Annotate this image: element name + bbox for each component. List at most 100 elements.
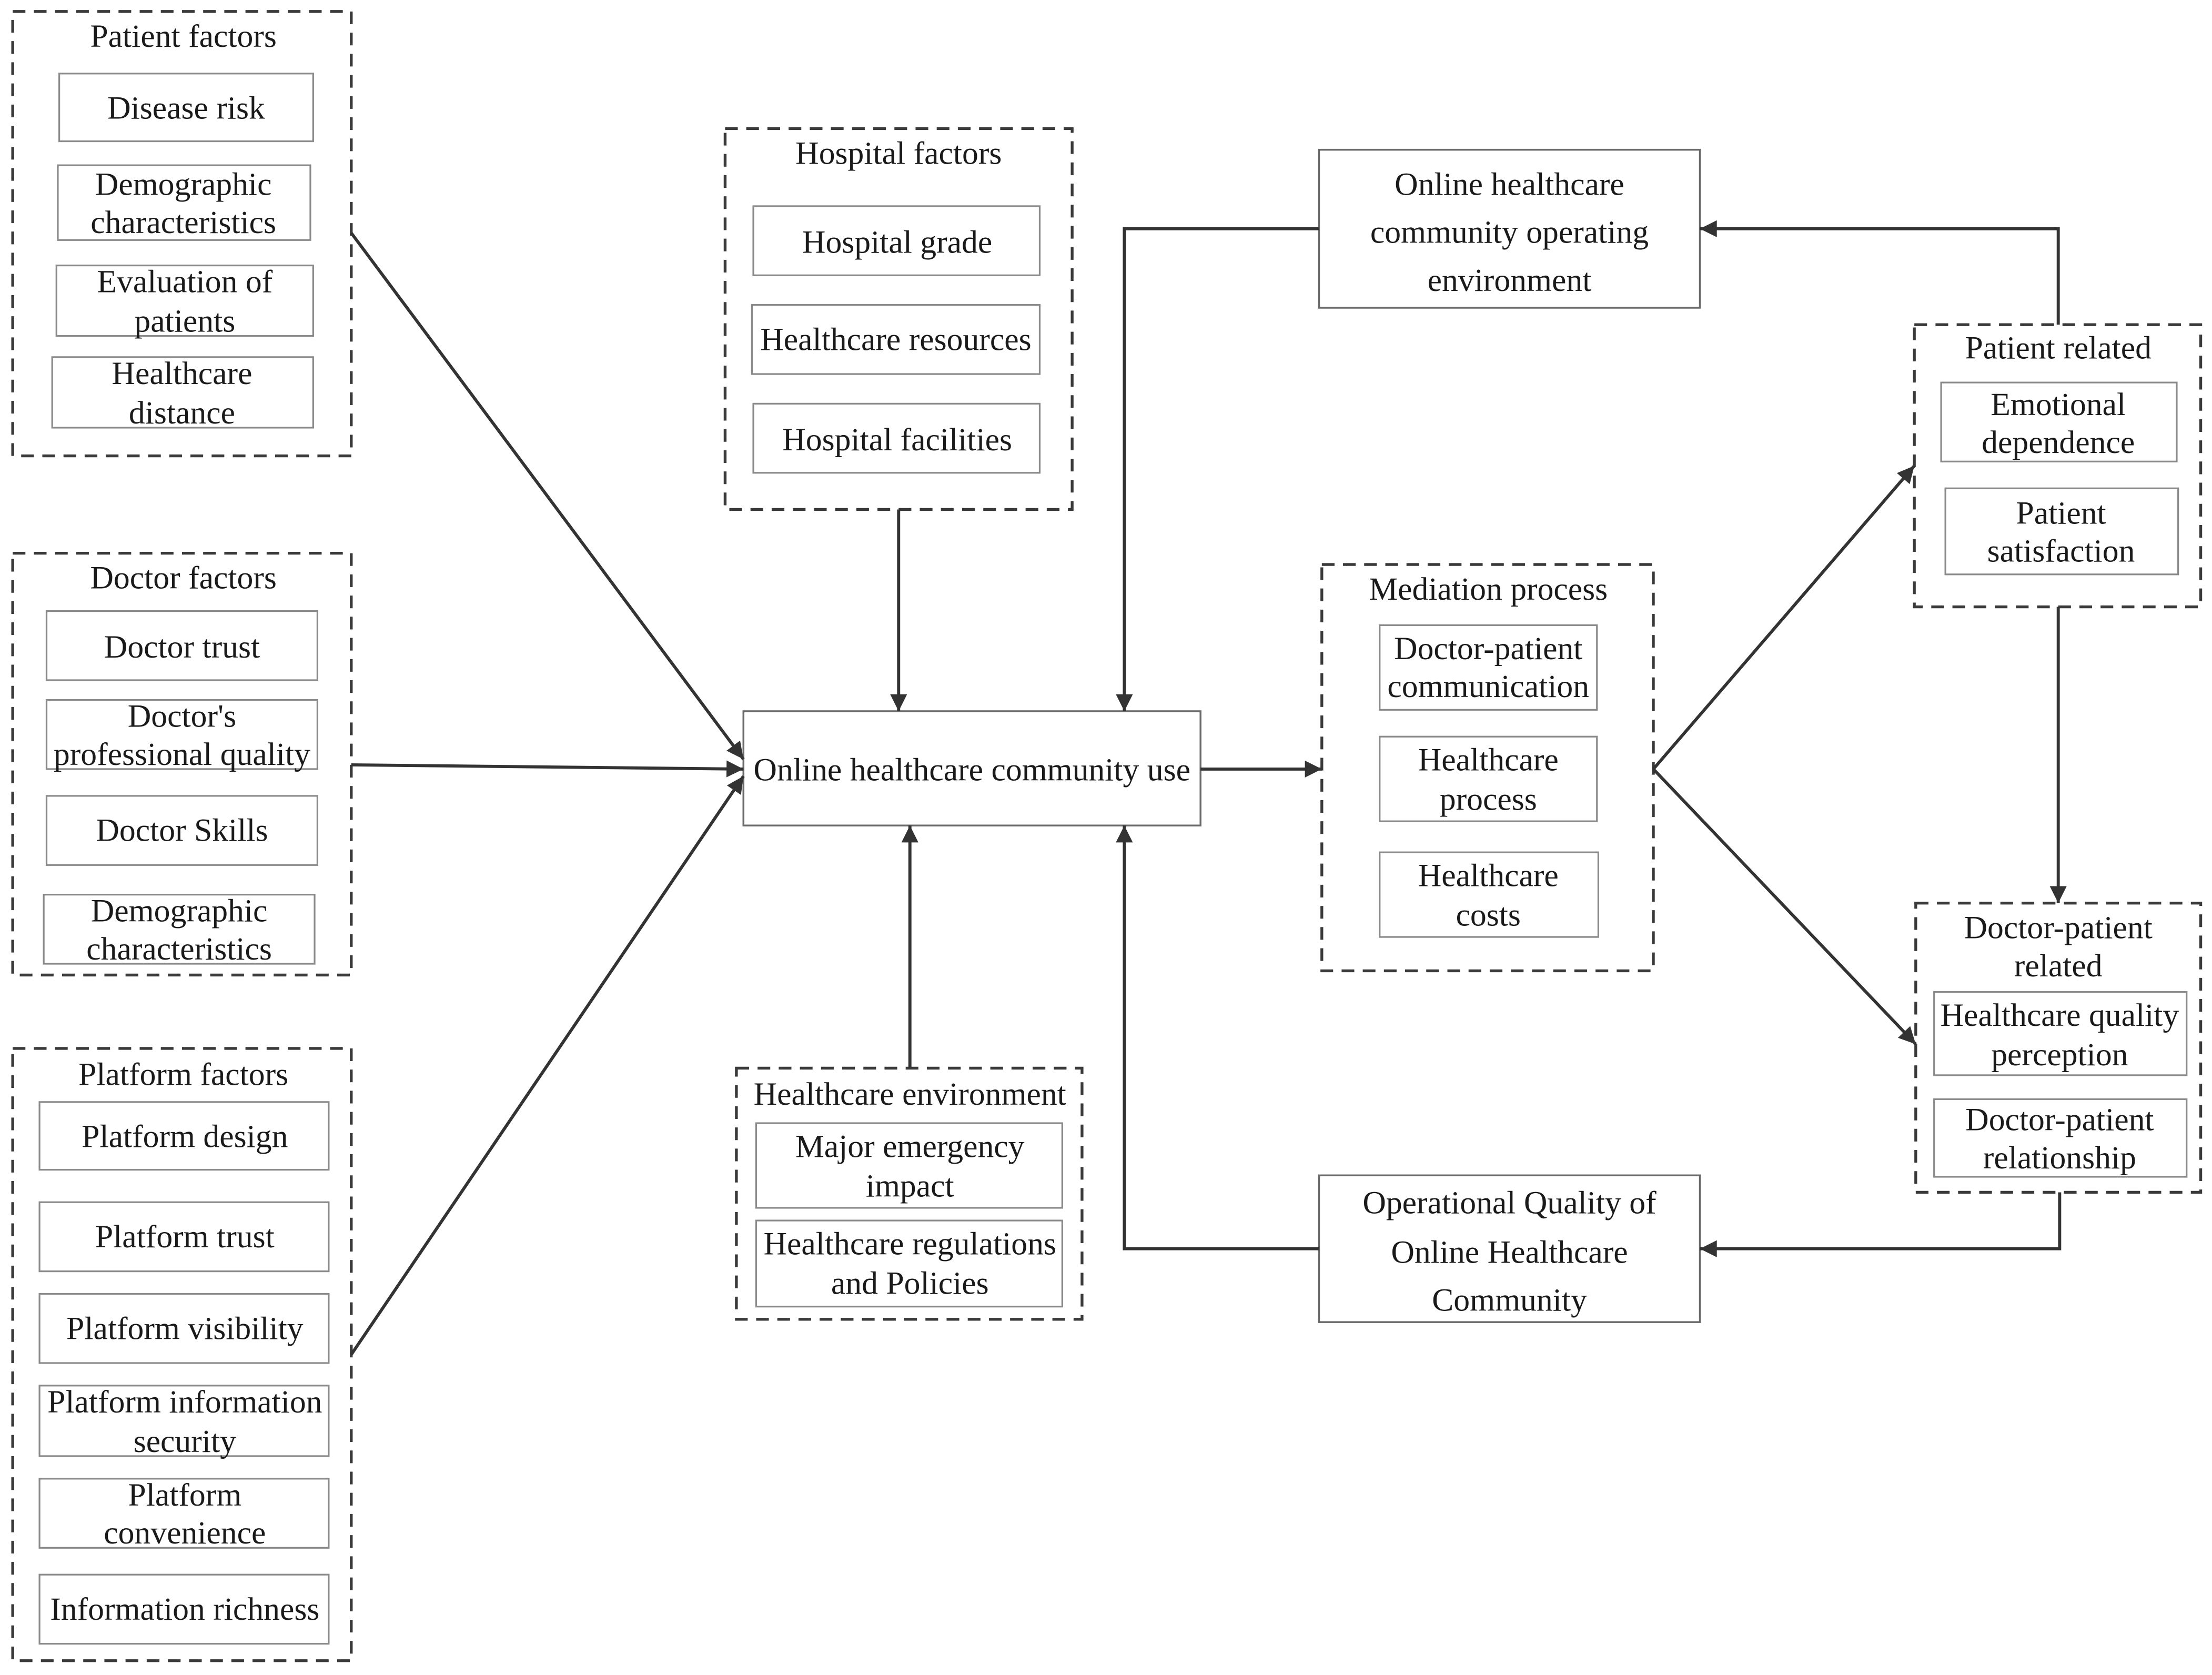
node-box bbox=[1379, 624, 1598, 711]
arrow-operating-environment-to-use bbox=[1116, 227, 1319, 711]
node-label: distance bbox=[129, 395, 235, 431]
healthcare-environment-group: Healthcare environment Major emergency i… bbox=[735, 1066, 1084, 1321]
node-box bbox=[38, 1385, 330, 1457]
node-label: Platform visibility bbox=[66, 1310, 304, 1346]
node-label: Doctor trust bbox=[104, 629, 260, 665]
node-label: Demographic bbox=[91, 893, 268, 929]
node-platform-trust: Platform trust bbox=[38, 1201, 330, 1273]
doctor-patient-related-frame bbox=[1914, 902, 2203, 1194]
node-label: Platform trust bbox=[95, 1219, 275, 1255]
node-doctor-professional-quality: Doctor's professional quality bbox=[45, 698, 319, 772]
node-label: relationship bbox=[1983, 1140, 2136, 1176]
mediation-process-title: Mediation process bbox=[1369, 571, 1608, 607]
node-box bbox=[1933, 1098, 2188, 1178]
arrows bbox=[350, 220, 2067, 1356]
node-label: satisfaction bbox=[1987, 533, 2135, 569]
node-label: Online healthcare community use bbox=[753, 752, 1190, 788]
node-information-richness: Information richness bbox=[38, 1573, 330, 1645]
node-box bbox=[742, 710, 1201, 826]
node-box bbox=[1379, 735, 1598, 822]
node-box bbox=[51, 356, 314, 429]
platform-factors-frame bbox=[11, 1047, 353, 1662]
node-box bbox=[752, 402, 1041, 474]
node-box bbox=[38, 1478, 330, 1549]
node-label: Operational Quality of bbox=[1362, 1185, 1657, 1221]
node-box bbox=[43, 894, 316, 965]
node-label: professional quality bbox=[54, 736, 310, 772]
node-box bbox=[45, 699, 319, 770]
node-platform-design: Platform design bbox=[38, 1101, 330, 1171]
node-label: Major emergency bbox=[795, 1128, 1025, 1164]
node-healthcare-process: Healthcare process bbox=[1379, 735, 1598, 822]
patient-related-group: Patient related Emotional dependence Pat… bbox=[1913, 323, 2203, 609]
node-label: and Policies bbox=[831, 1266, 989, 1301]
platform-factors-group: Platform factors Platform design Platfor… bbox=[11, 1047, 353, 1662]
node-box bbox=[752, 205, 1041, 276]
doctor-factors-group: Doctor factors Doctor trust Doctor's pro… bbox=[11, 551, 353, 977]
node-healthcare-distance: Healthcare distance bbox=[51, 356, 314, 431]
node-doctor-patient-relationship: Doctor-patient relationship bbox=[1933, 1098, 2188, 1178]
node-major-emergency-impact: Major emergency impact bbox=[755, 1122, 1063, 1209]
node-label: security bbox=[134, 1424, 236, 1459]
node-label: Online Healthcare bbox=[1391, 1235, 1628, 1270]
hospital-factors-title: Hospital factors bbox=[795, 135, 1002, 171]
healthcare-environment-title: Healthcare environment bbox=[754, 1076, 1066, 1112]
node-operational-quality: Operational Quality of Online Healthcare… bbox=[1318, 1174, 1701, 1323]
node-hospital-facilities: Hospital facilities bbox=[752, 402, 1041, 474]
node-label: community operating bbox=[1370, 215, 1649, 250]
node-healthcare-regulations: Healthcare regulations and Policies bbox=[755, 1219, 1063, 1308]
node-box bbox=[38, 1293, 330, 1364]
node-platform-convenience: Platform convenience bbox=[38, 1477, 330, 1551]
doctor-patient-related-title: Doctor-patient bbox=[1964, 910, 2152, 946]
node-box bbox=[755, 1219, 1063, 1308]
node-doctor-demographic-characteristics: Demographic characteristics bbox=[43, 893, 316, 967]
mediation-process-group: Mediation process Doctor-patient communi… bbox=[1320, 563, 1655, 973]
node-label: Doctor-patient bbox=[1394, 631, 1582, 667]
node-label: Healthcare bbox=[1418, 858, 1559, 894]
node-label: process bbox=[1440, 782, 1537, 818]
node-label: Evaluation of bbox=[97, 264, 272, 299]
node-label: Emotional bbox=[1991, 387, 2126, 422]
node-label: environment bbox=[1428, 263, 1592, 298]
node-label: Doctor Skills bbox=[96, 813, 268, 849]
node-box bbox=[57, 164, 311, 241]
node-label: Disease risk bbox=[107, 90, 265, 126]
node-label: patients bbox=[134, 304, 235, 339]
node-box bbox=[1940, 381, 2178, 462]
node-label: Online healthcare bbox=[1395, 166, 1624, 202]
node-platform-information-security: Platform information security bbox=[38, 1384, 330, 1459]
node-box bbox=[45, 610, 319, 681]
arrow-mediation-to-patient-related bbox=[1652, 465, 1916, 770]
node-label: characteristics bbox=[86, 931, 272, 967]
node-disease-risk: Disease risk bbox=[58, 73, 314, 143]
node-label: Information richness bbox=[50, 1591, 319, 1627]
doctor-patient-related-title: related bbox=[2014, 948, 2103, 984]
node-hospital-grade: Hospital grade bbox=[752, 205, 1041, 276]
doctor-factors-frame bbox=[11, 551, 353, 977]
platform-factors-title: Platform factors bbox=[78, 1057, 288, 1093]
node-healthcare-costs: Healthcare costs bbox=[1379, 851, 1600, 938]
node-healthcare-quality-perception: Healthcare quality perception bbox=[1933, 991, 2188, 1076]
node-box bbox=[45, 795, 319, 866]
node-label: dependence bbox=[1982, 425, 2135, 460]
node-label: Hospital grade bbox=[802, 224, 992, 260]
doctor-patient-related-group: Doctor-patient related Healthcare qualit… bbox=[1914, 902, 2203, 1194]
node-label: perception bbox=[1991, 1037, 2128, 1073]
node-label: Doctor's bbox=[128, 698, 236, 734]
node-box bbox=[38, 1201, 330, 1273]
node-label: Patient bbox=[2016, 495, 2106, 531]
node-label: Healthcare quality bbox=[1940, 997, 2179, 1033]
node-label: Healthcare bbox=[1418, 742, 1559, 778]
node-doctor-patient-communication: Doctor-patient communication bbox=[1379, 624, 1598, 711]
arrow-platform-factors-to-use bbox=[350, 775, 745, 1356]
node-healthcare-resources: Healthcare resources bbox=[751, 304, 1041, 375]
node-label: Healthcare resources bbox=[760, 321, 1031, 357]
node-label: Doctor-patient bbox=[1965, 1102, 2154, 1137]
arrow-mediation-to-doctor-patient-related bbox=[1652, 768, 1917, 1045]
node-doctor-skills: Doctor Skills bbox=[45, 795, 319, 866]
node-label: Healthcare regulations bbox=[763, 1226, 1056, 1262]
node-box bbox=[1379, 851, 1600, 938]
node-doctor-trust: Doctor trust bbox=[45, 610, 319, 681]
node-box bbox=[751, 304, 1041, 375]
node-box bbox=[1944, 487, 2179, 576]
